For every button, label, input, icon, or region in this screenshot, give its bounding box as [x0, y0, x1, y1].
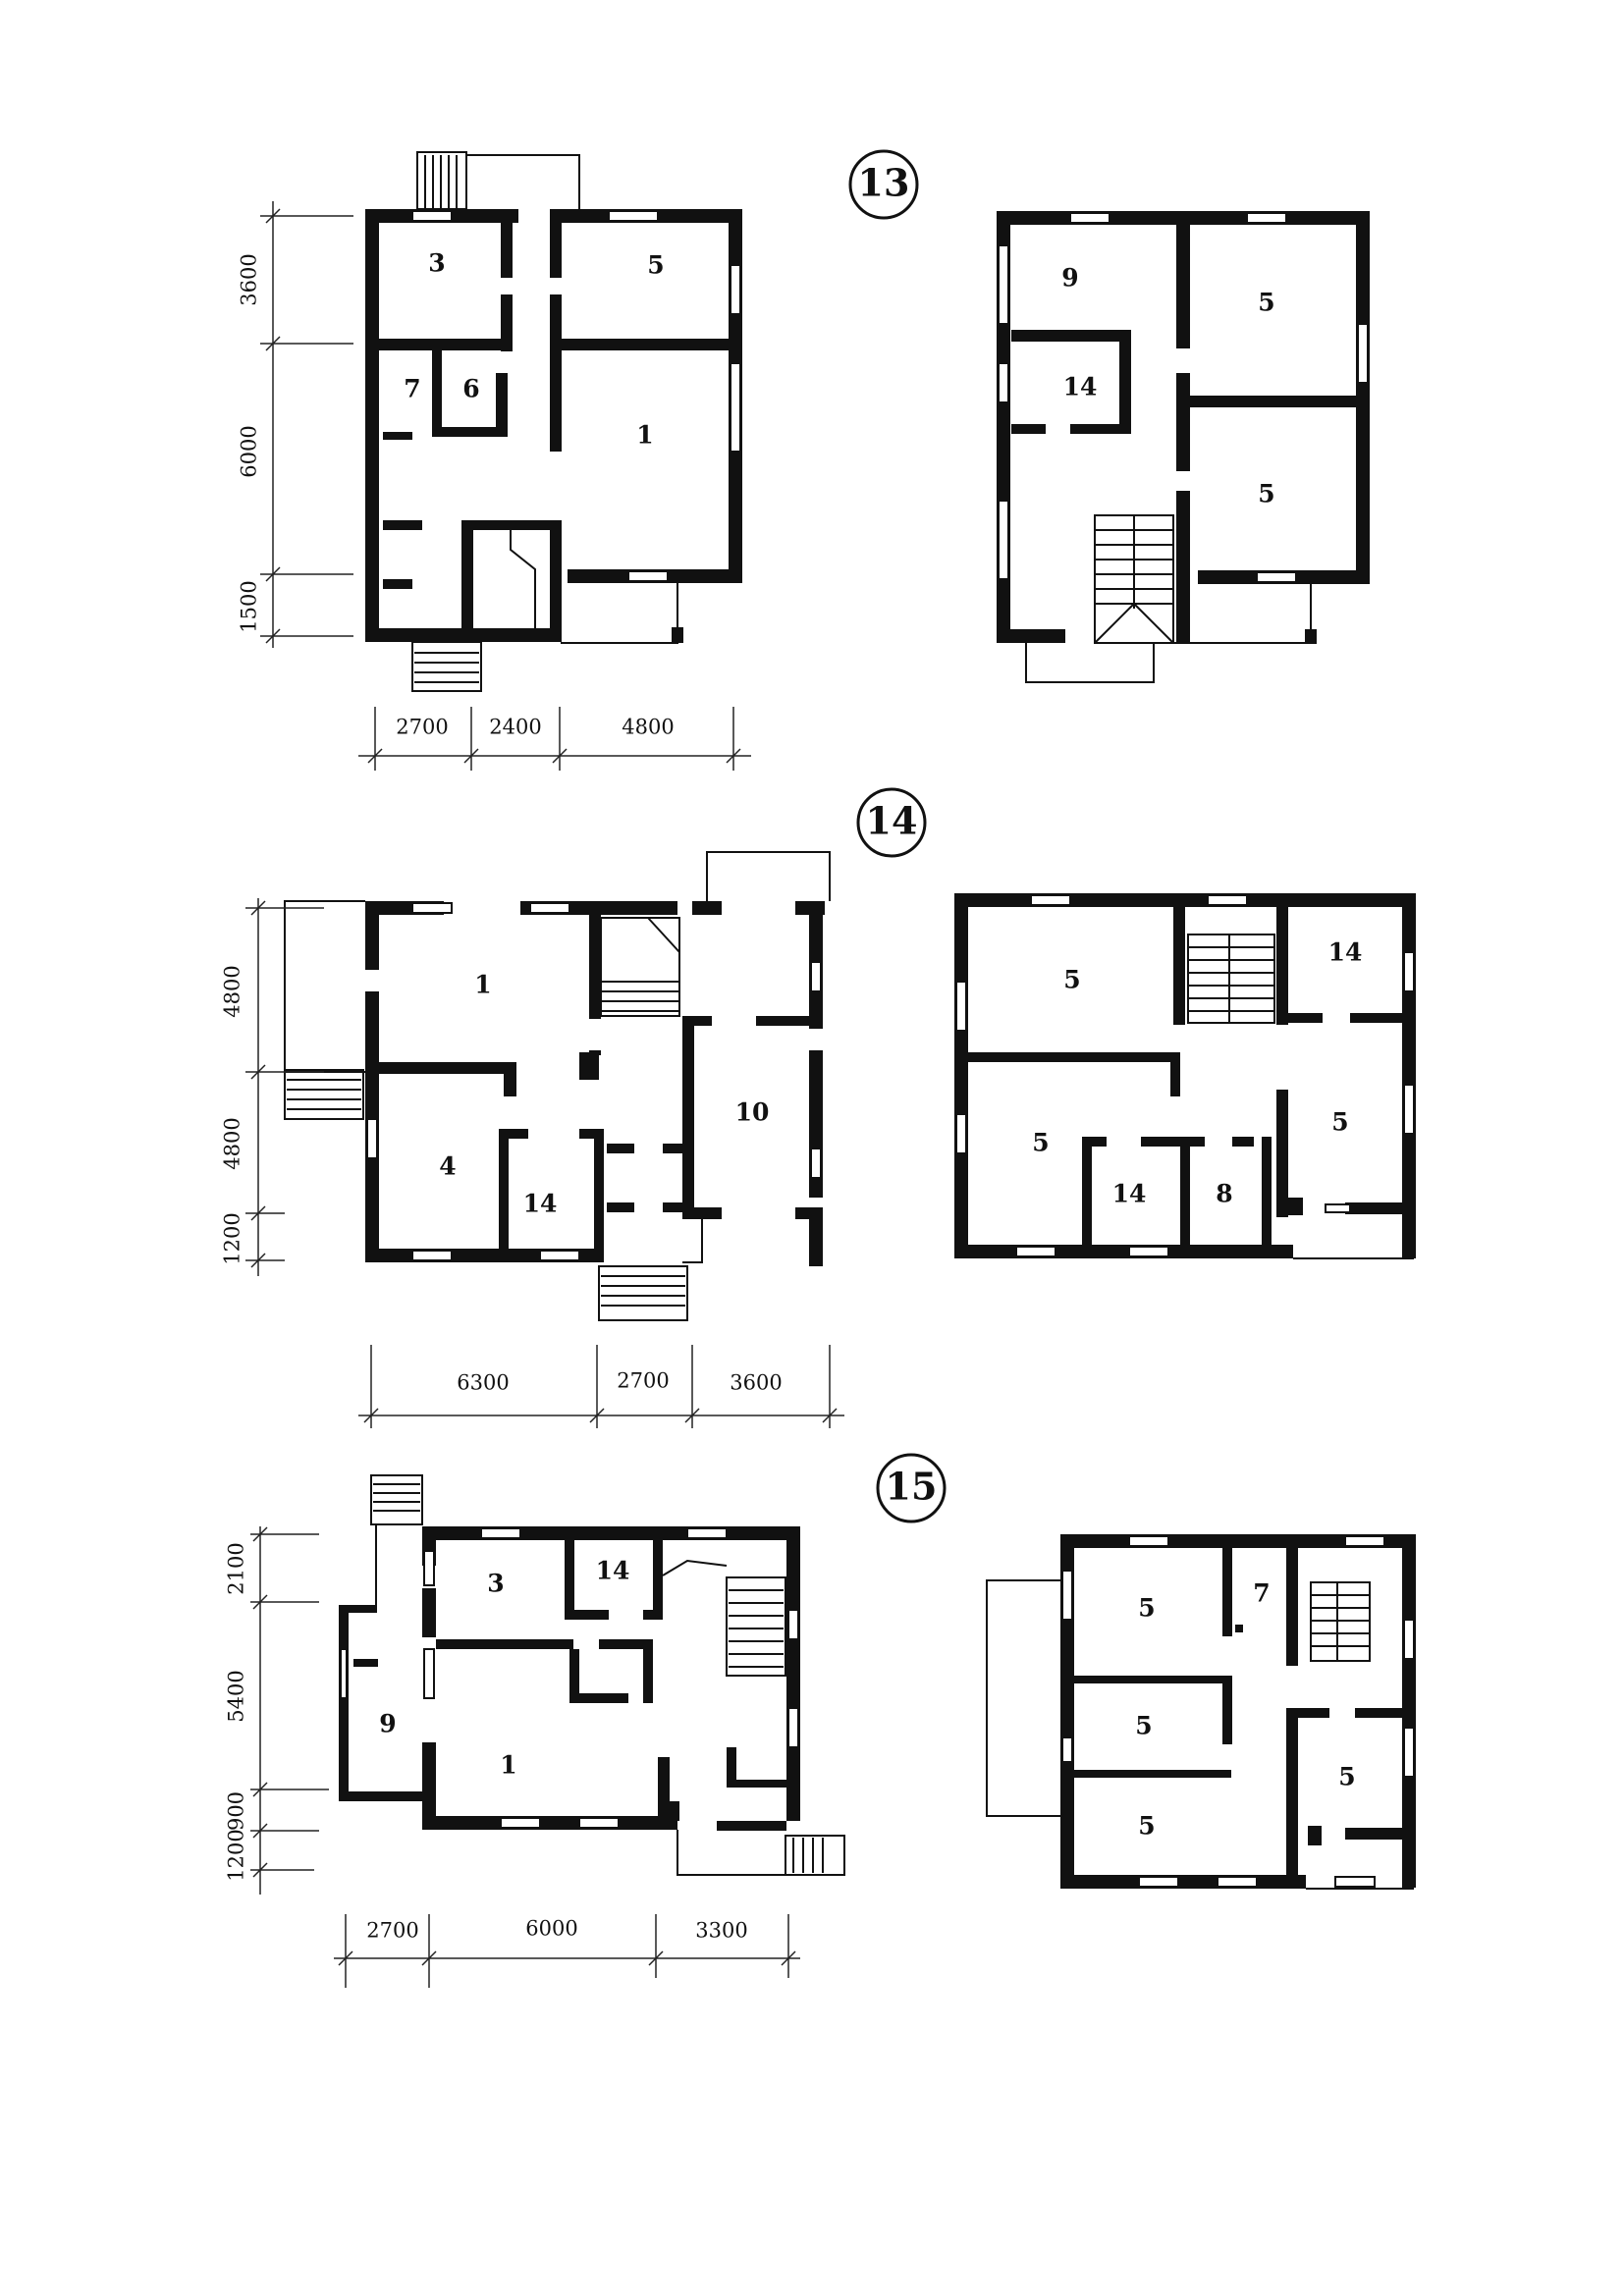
- room-label: 5: [1138, 1594, 1155, 1623]
- plan-13-floor-2: 9 5 14 5: [997, 211, 1370, 683]
- room-label: 10: [735, 1098, 770, 1127]
- room-label: 3: [487, 1570, 504, 1598]
- interior-walls: [1011, 211, 1370, 643]
- room-label: 1: [474, 971, 491, 999]
- room-labels: 3 14 9 1: [379, 1557, 629, 1780]
- room-label: 5: [647, 251, 664, 280]
- plan-number: 14: [866, 799, 918, 843]
- windows: [1061, 1535, 1415, 1888]
- plan-15-floor-2: 5 7 5 5 5: [986, 1534, 1416, 1890]
- plan-number-badge: 13: [848, 149, 919, 220]
- dimension-horizontal: [358, 1345, 844, 1428]
- room-labels: 9 5 14 5: [1061, 264, 1274, 508]
- dimension-vertical: [250, 1526, 329, 1895]
- room-label: 5: [1338, 1763, 1355, 1791]
- room-label: 14: [523, 1190, 558, 1218]
- plan-14-floor-1: 1 10 4 14 6300 2700 3600: [221, 851, 844, 1428]
- room-label: 8: [1216, 1180, 1232, 1208]
- room-label: 9: [1061, 264, 1078, 293]
- room-label: 5: [1258, 480, 1274, 508]
- dimension-label: 4800: [622, 716, 674, 739]
- dimension-horizontal: [358, 707, 751, 771]
- interior-walls: [365, 209, 742, 638]
- room-label: 14: [1328, 938, 1363, 967]
- room-label: 9: [379, 1710, 396, 1738]
- stairs: [1025, 514, 1317, 683]
- interior-walls: [968, 907, 1404, 1258]
- dimension-vertical: [260, 201, 353, 648]
- room-label: 6: [462, 375, 479, 403]
- dimension-label: 2700: [366, 1919, 418, 1943]
- room-labels: 3 5 7 6 1: [404, 249, 664, 450]
- dimension-label: 1200: [221, 1212, 244, 1264]
- dimension-label: 4800: [221, 1117, 244, 1169]
- room-label: 5: [1258, 289, 1274, 317]
- dimension-label: 6300: [457, 1371, 509, 1395]
- windows: [411, 210, 741, 582]
- stairs-and-porches: [370, 1474, 845, 1876]
- room-label: 7: [404, 375, 420, 403]
- plan-13-floor-1: 3 5 7 6 1 2700 2400 4800: [238, 151, 751, 771]
- dimension-label: 3600: [238, 253, 261, 305]
- interior-walls: [353, 1540, 786, 1831]
- room-labels: 5 7 5 5 5: [1135, 1579, 1355, 1841]
- windows: [998, 212, 1369, 583]
- plan-number-badge: 15: [876, 1453, 947, 1523]
- windows: [955, 894, 1415, 1257]
- dimension-label: 6000: [525, 1917, 577, 1941]
- plan-number-badge: 14: [856, 787, 927, 858]
- plan-15: 15: [225, 1453, 1416, 1988]
- dimension-label: 900: [225, 1791, 248, 1831]
- room-label: 5: [1063, 966, 1080, 994]
- dimension-label: 2700: [396, 716, 448, 739]
- windows: [340, 1527, 799, 1829]
- dimension-label: 2400: [489, 716, 541, 739]
- plan-15-floor-1: 3 14 9 1 2700 6000 3300: [225, 1474, 845, 1988]
- dimension-label: 3600: [730, 1371, 782, 1395]
- room-label: 1: [636, 421, 653, 450]
- room-label: 4: [439, 1152, 456, 1181]
- plan-14-floor-2: 5 14 5 5 14 8: [954, 893, 1416, 1259]
- stairs-and-balcony: [986, 1579, 1414, 1890]
- room-label: 5: [1331, 1108, 1348, 1137]
- dimension-vertical: [245, 898, 324, 1276]
- dimension-label: 3300: [695, 1919, 747, 1943]
- interior-walls: [379, 901, 823, 1262]
- interior-walls: [1074, 1548, 1402, 1889]
- plan-14: 14: [221, 787, 1416, 1428]
- room-label: 3: [428, 249, 445, 278]
- room-label: 5: [1032, 1129, 1049, 1157]
- room-label: 14: [596, 1557, 630, 1585]
- room-label: 7: [1253, 1579, 1270, 1608]
- porches: [411, 151, 683, 692]
- windows: [366, 902, 822, 1261]
- plan-13: 13: [238, 149, 1370, 771]
- dimension-label: 1200: [225, 1829, 248, 1881]
- room-labels: 1 10 4 14: [439, 971, 769, 1218]
- dimension-label: 1500: [238, 580, 261, 632]
- dimension-label: 2700: [617, 1369, 669, 1393]
- dimension-label: 6000: [238, 425, 261, 477]
- dimension-label: 4800: [221, 965, 244, 1017]
- room-label: 5: [1138, 1812, 1155, 1841]
- room-label: 1: [500, 1751, 516, 1780]
- dimension-label: 2100: [225, 1542, 248, 1594]
- porches-and-stairs: [284, 851, 831, 1321]
- plan-number: 15: [886, 1465, 938, 1509]
- stairs: [1187, 934, 1414, 1259]
- dimension-horizontal: [334, 1914, 800, 1988]
- room-labels: 5 14 5 5 14 8: [1032, 938, 1362, 1208]
- plan-number: 13: [858, 161, 910, 205]
- dimension-label: 5400: [225, 1670, 248, 1722]
- room-label: 14: [1112, 1180, 1147, 1208]
- room-label: 14: [1063, 373, 1098, 401]
- room-label: 5: [1135, 1712, 1152, 1740]
